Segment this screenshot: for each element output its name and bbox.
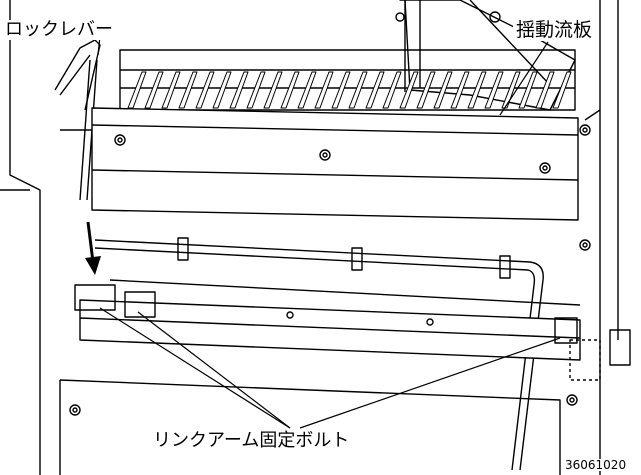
conveyor-tooth	[382, 71, 402, 109]
conveyor-tooth	[484, 71, 504, 109]
conveyor-tooth	[127, 71, 147, 109]
lock-lever-label: ロックレバー	[2, 20, 116, 40]
conveyor-tooth	[450, 71, 470, 109]
conveyor-tooth	[229, 71, 249, 109]
conveyor-tooth	[212, 71, 232, 109]
conveyor-teeth	[127, 71, 572, 109]
conveyor-tooth	[246, 71, 266, 109]
conveyor-tooth	[518, 71, 538, 109]
bolt-head-icon	[579, 124, 591, 136]
figure-code: 36061020	[563, 458, 629, 472]
conveyor-tooth	[416, 71, 436, 109]
bolt-head-icon	[539, 162, 551, 174]
conveyor-tooth	[144, 71, 164, 109]
conveyor-tooth	[501, 71, 521, 109]
down-arrow-icon	[85, 221, 101, 275]
conveyor-tooth	[297, 71, 317, 109]
bolt-head-icon	[319, 149, 331, 161]
pointer-lines	[97, 35, 561, 429]
conveyor-tooth	[348, 71, 368, 109]
hanging-rod	[94, 237, 544, 471]
shaker-conveyor	[119, 49, 576, 111]
oscillating-plate	[60, 107, 591, 251]
conveyor-tooth	[467, 71, 487, 109]
link-arm-bolt-label: リンクアーム固定ボルト	[150, 431, 353, 451]
lower-frame	[59, 279, 601, 475]
bolt-head-icon	[579, 239, 591, 251]
conveyor-tooth	[535, 71, 555, 109]
conveyor-tooth	[365, 71, 385, 109]
conveyor-tooth	[552, 71, 572, 109]
conveyor-tooth	[178, 71, 198, 109]
conveyor-tooth	[161, 71, 181, 109]
conveyor-tooth	[263, 71, 283, 109]
bolt-head-icon	[114, 134, 126, 146]
conveyor-tooth	[331, 71, 351, 109]
oscillating-plate-label: 揺動流板	[513, 20, 596, 41]
conveyor-tooth	[433, 71, 453, 109]
conveyor-tooth	[314, 71, 334, 109]
conveyor-tooth	[280, 71, 300, 109]
conveyor-tooth	[195, 71, 215, 109]
conveyor-tooth	[399, 71, 419, 109]
